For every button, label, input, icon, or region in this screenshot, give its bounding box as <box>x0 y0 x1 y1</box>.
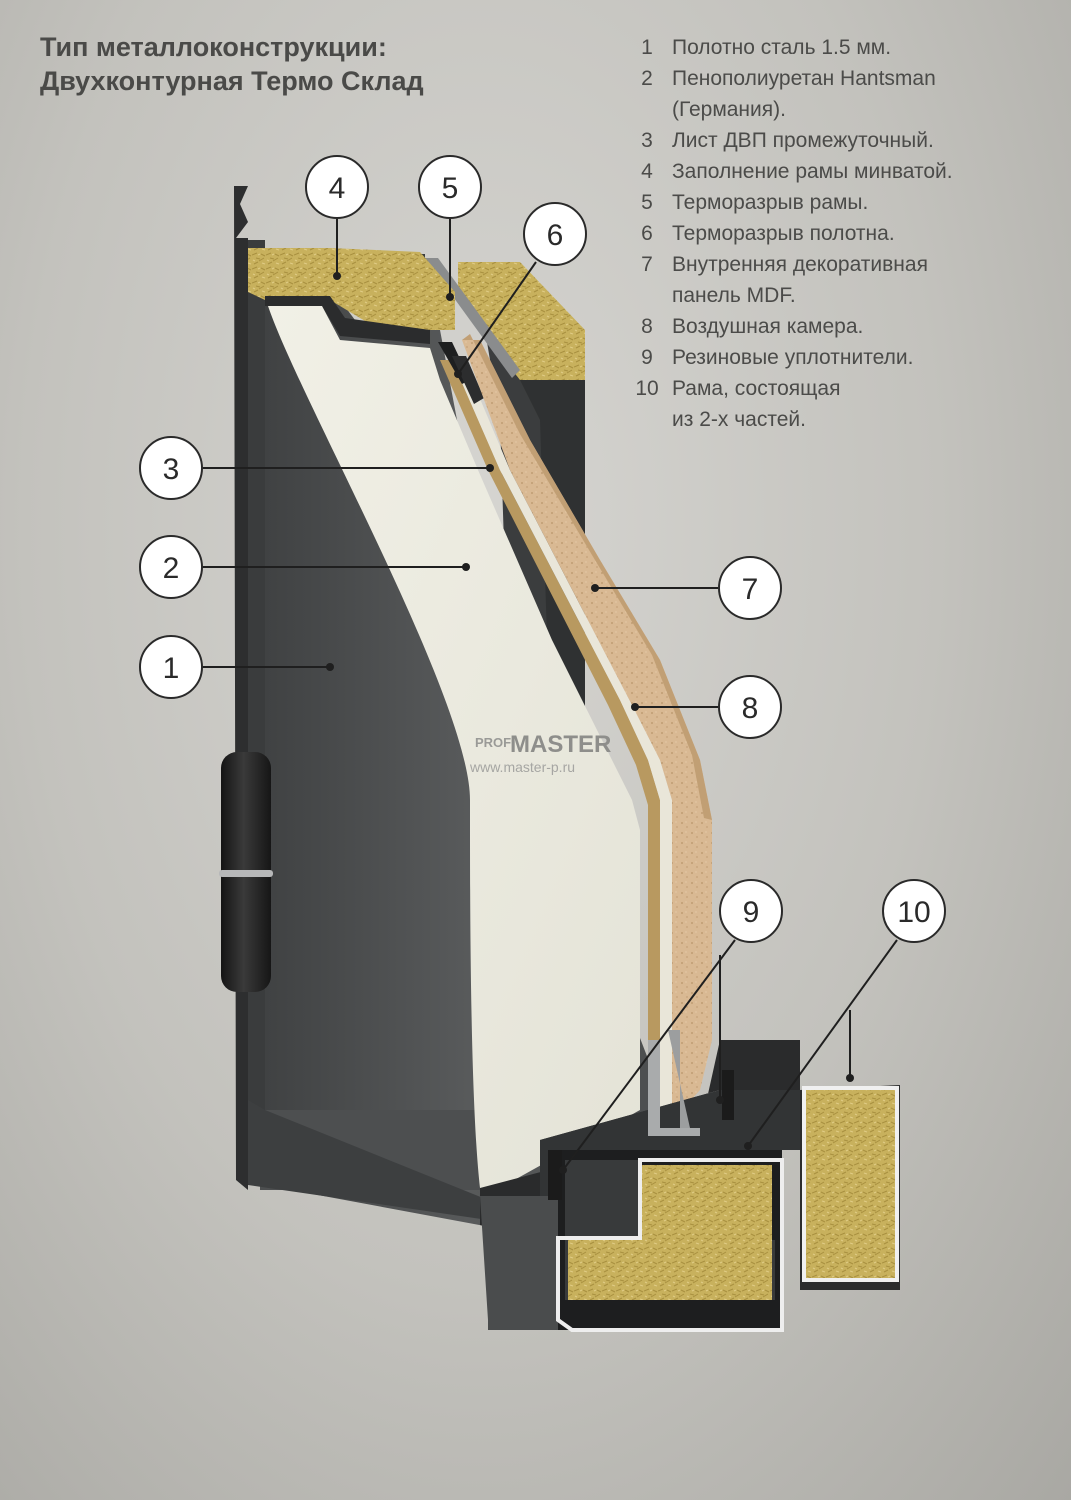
legend-item: 5 Терморазрыв рамы. <box>622 187 953 218</box>
legend-item: 9 Резиновые уплотнители. <box>622 342 953 373</box>
callout-9: 9 <box>719 879 783 943</box>
callout-4: 4 <box>305 155 369 219</box>
callout-label: 7 <box>742 573 759 606</box>
legend-text-line: Терморазрыв рамы. <box>672 191 869 214</box>
callout-label: 9 <box>743 896 760 929</box>
legend-text: Рама, состоящая из 2-х частей. <box>672 373 840 435</box>
legend-number: 10 <box>635 377 659 400</box>
legend-number: 3 <box>641 129 653 152</box>
callout-label: 8 <box>742 692 759 725</box>
callout-label: 3 <box>163 453 180 486</box>
legend-item: 2 Пенополиуретан Hantsman (Германия). <box>622 63 953 125</box>
foam-core <box>268 306 640 1188</box>
legend-number: 6 <box>641 222 653 245</box>
frame-wool-top <box>458 262 585 380</box>
watermark-url: www.master-p.ru <box>469 759 575 775</box>
legend-list: 1 Полотно сталь 1.5 мм. 2 Пенополиуретан… <box>622 32 953 435</box>
legend-text-line: (Германия). <box>672 98 786 121</box>
legend-text-line: Внутренняя декоративная <box>672 253 928 276</box>
legend-item: 1 Полотно сталь 1.5 мм. <box>622 32 953 63</box>
legend-item: 6 Терморазрыв полотна. <box>622 218 953 249</box>
legend-text-line: Рама, состоящая <box>672 377 841 400</box>
legend-number: 5 <box>641 191 653 214</box>
legend-number: 8 <box>641 315 653 338</box>
legend-text-line: Полотно сталь 1.5 мм. <box>672 36 892 59</box>
legend-text-line: Воздушная камера. <box>672 315 864 338</box>
callout-1: 1 <box>139 635 203 699</box>
rubber-seal <box>548 1150 562 1200</box>
frame-wool <box>248 248 455 330</box>
watermark: PROF MASTER www.master-p.ru <box>469 731 611 775</box>
callout-label: 6 <box>547 219 564 252</box>
callout-label: 2 <box>163 552 180 585</box>
legend-text: Терморазрыв рамы. <box>672 187 868 218</box>
legend-text: Пенополиуретан Hantsman (Германия). <box>672 63 936 125</box>
watermark-brand: MASTER <box>510 731 611 758</box>
legend-text: Внутренняя декоративная панель MDF. <box>672 249 928 311</box>
legend-text-line: Заполнение рамы минватой. <box>672 160 953 183</box>
diagram-title: Тип металлоконструкции: Двухконтурная Те… <box>40 30 424 98</box>
door-hinge <box>219 752 273 992</box>
mdf-panel <box>462 340 712 1120</box>
legend-item: 8 Воздушная камера. <box>622 311 953 342</box>
second-frame-wool <box>806 1090 895 1278</box>
legend-text: Воздушная камера. <box>672 311 863 342</box>
legend-item: 10 Рама, состоящая из 2-х частей. <box>622 373 953 435</box>
title-line-1: Тип металлоконструкции: <box>40 32 387 62</box>
legend-number: 4 <box>641 160 653 183</box>
legend-text-line: Резиновые уплотнители. <box>672 346 914 369</box>
legend-item: 4 Заполнение рамы минватой. <box>622 156 953 187</box>
legend-text: Заполнение рамы минватой. <box>672 156 953 187</box>
callout-label: 4 <box>329 172 346 205</box>
legend-number: 9 <box>641 346 653 369</box>
bottom-frame-wool <box>568 1165 772 1300</box>
legend-text: Терморазрыв полотна. <box>672 218 895 249</box>
watermark-prefix: PROF <box>475 735 511 750</box>
callout-label: 10 <box>897 896 930 929</box>
legend-text: Резиновые уплотнители. <box>672 342 913 373</box>
callout-3: 3 <box>139 436 203 500</box>
legend-number: 1 <box>641 36 653 59</box>
legend-text: Лист ДВП промежуточный. <box>672 125 934 156</box>
title-line-2: Двухконтурная Термо Склад <box>40 66 424 96</box>
legend-number: 2 <box>641 67 653 90</box>
legend-text-line: из 2-х частей. <box>672 408 806 431</box>
legend-text-line: панель MDF. <box>672 284 796 307</box>
rubber-seal <box>722 1070 734 1120</box>
legend-number: 7 <box>641 253 653 276</box>
callout-7: 7 <box>718 556 782 620</box>
leader-lines <box>202 219 898 1174</box>
legend-text: Полотно сталь 1.5 мм. <box>672 32 891 63</box>
legend-text-line: Пенополиуретан Hantsman <box>672 67 936 90</box>
callout-2: 2 <box>139 535 203 599</box>
legend-item: 7 Внутренняя декоративная панель MDF. <box>622 249 953 311</box>
callout-8: 8 <box>718 675 782 739</box>
legend-item: 3 Лист ДВП промежуточный. <box>622 125 953 156</box>
callout-label: 1 <box>163 652 180 685</box>
callout-label: 5 <box>442 172 459 205</box>
callout-5: 5 <box>418 155 482 219</box>
legend-text-line: Терморазрыв полотна. <box>672 222 895 245</box>
callout-10: 10 <box>882 879 946 943</box>
callout-6: 6 <box>523 202 587 266</box>
legend-text-line: Лист ДВП промежуточный. <box>672 129 934 152</box>
